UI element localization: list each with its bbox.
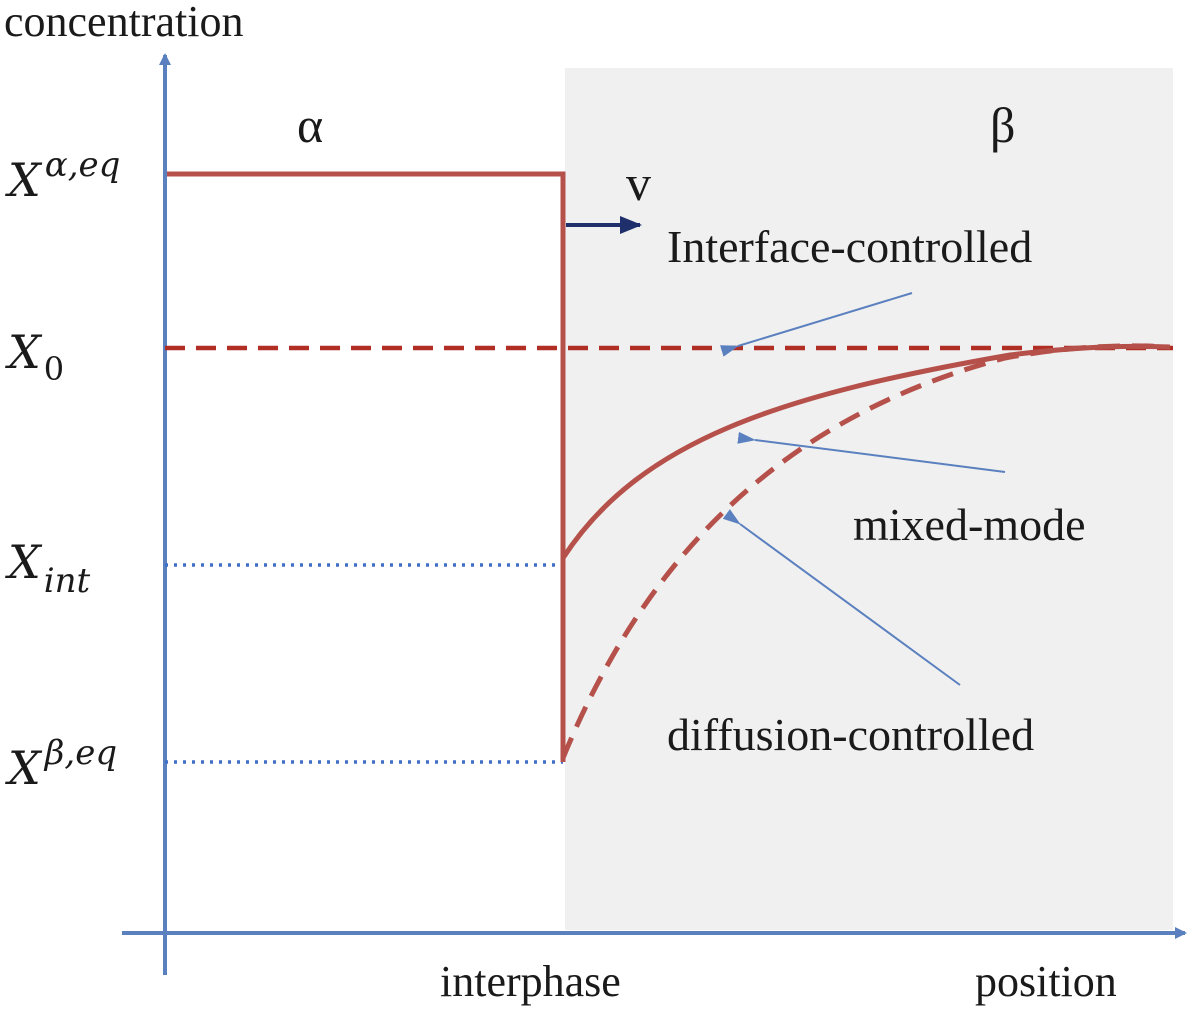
diffusion-controlled-pointer bbox=[722, 509, 961, 686]
beta-phase-region bbox=[565, 68, 1173, 930]
alpha-phase-label: α bbox=[297, 97, 323, 153]
x-axis-label: position bbox=[975, 957, 1117, 1006]
diffusion-controlled-curve bbox=[560, 343, 1169, 759]
x-int-level-label: Xint bbox=[5, 535, 91, 601]
x0-level-label: X0 bbox=[5, 325, 64, 388]
diffusion-controlled-label: diffusion-controlled bbox=[667, 709, 1034, 760]
velocity-label: v bbox=[626, 155, 651, 211]
alpha-profile-line bbox=[167, 171, 566, 762]
interface-controlled-label: Interface-controlled bbox=[667, 221, 1032, 272]
interphase-tick-label: interphase bbox=[440, 957, 621, 1006]
beta-phase-label: β bbox=[990, 97, 1015, 153]
y-axis-label: concentration bbox=[4, 0, 243, 46]
interface-controlled-pointer bbox=[719, 292, 913, 357]
mixed-mode-pointer bbox=[737, 431, 1006, 473]
mixed-mode-label: mixed-mode bbox=[853, 499, 1086, 550]
